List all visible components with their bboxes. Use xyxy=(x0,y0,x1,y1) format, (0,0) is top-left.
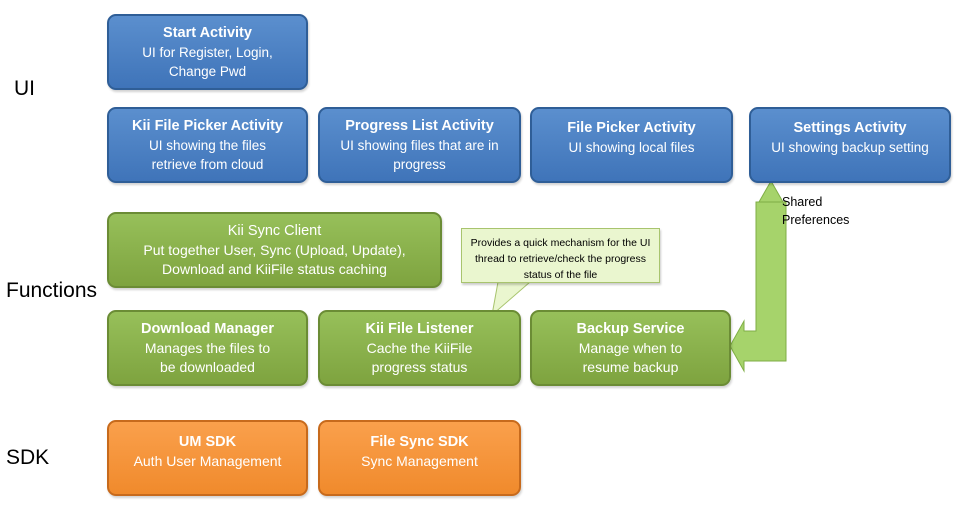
kii-file-listener-title: Kii File Listener xyxy=(365,321,474,337)
file-picker-activity-box: File Picker Activity UI showing local fi… xyxy=(530,107,733,183)
download-manager-desc: Manages the files to be downloaded xyxy=(144,340,271,375)
backup-service-desc: Manage when to resume backup xyxy=(578,340,683,375)
um-sdk-title: UM SDK xyxy=(178,434,237,450)
um-sdk-desc: Auth User Management xyxy=(133,453,282,469)
kii-sync-client-desc: Put together User, Sync (Upload, Update)… xyxy=(143,241,406,277)
backup-service-box: Backup Service Manage when to resume bac… xyxy=(530,310,731,386)
layer-label-functions: Functions xyxy=(6,279,98,302)
shared-preferences-arrow xyxy=(729,179,787,373)
download-manager-title: Download Manager xyxy=(141,321,274,337)
kii-file-picker-activity-title: Kii File Picker Activity xyxy=(132,118,283,134)
file-picker-activity-title: File Picker Activity xyxy=(567,120,696,136)
backup-service-title: Backup Service xyxy=(576,321,685,337)
callout-note: Provides a quick mechanism for the UI th… xyxy=(461,228,660,283)
um-sdk-box: UM SDK Auth User Management xyxy=(107,420,308,496)
kii-file-picker-activity-box: Kii File Picker Activity UI showing the … xyxy=(107,107,308,183)
start-activity-desc: UI for Register, Login, Change Pwd xyxy=(142,45,273,79)
file-sync-sdk-title: File Sync SDK xyxy=(370,434,469,450)
layer-label-sdk: SDK xyxy=(6,446,50,469)
kii-file-listener-box: Kii File Listener Cache the KiiFile prog… xyxy=(318,310,521,386)
kii-file-listener-desc: Cache the KiiFile progress status xyxy=(366,340,473,375)
kii-sync-client-title: Kii Sync Client xyxy=(227,222,322,239)
start-activity-title: Start Activity xyxy=(163,25,252,41)
shared-preferences-label: Shared Preferences xyxy=(782,195,850,227)
settings-activity-title: Settings Activity xyxy=(793,120,907,136)
download-manager-box: Download Manager Manages the files to be… xyxy=(107,310,308,386)
start-activity-box: Start Activity UI for Register, Login, C… xyxy=(107,14,308,90)
kii-sync-client-box: Kii Sync Client Put together User, Sync … xyxy=(107,212,442,288)
file-sync-sdk-desc: Sync Management xyxy=(361,453,478,469)
progress-list-activity-box: Progress List Activity UI showing files … xyxy=(318,107,521,183)
layer-label-ui: UI xyxy=(14,77,35,100)
settings-activity-desc: UI showing backup setting xyxy=(771,140,929,155)
file-sync-sdk-box: File Sync SDK Sync Management xyxy=(318,420,521,496)
progress-list-activity-desc: UI showing files that are in progress xyxy=(340,138,499,172)
settings-activity-box: Settings Activity UI showing backup sett… xyxy=(749,107,951,183)
kii-file-picker-activity-desc: UI showing the files retrieve from cloud xyxy=(148,138,267,172)
file-picker-activity-desc: UI showing local files xyxy=(568,140,695,155)
progress-list-activity-title: Progress List Activity xyxy=(345,118,494,134)
